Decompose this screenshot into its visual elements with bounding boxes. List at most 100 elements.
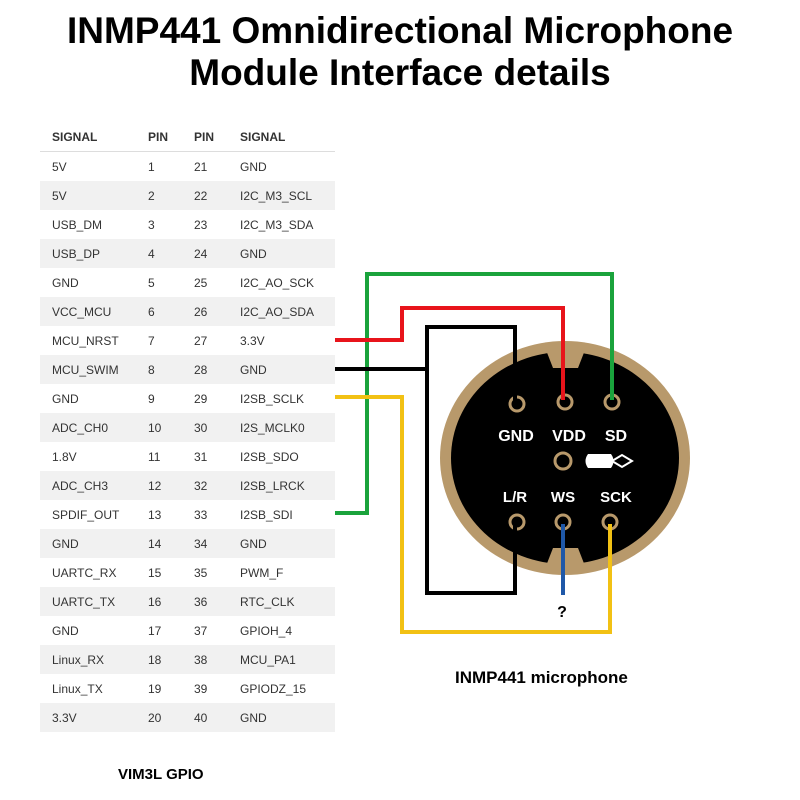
header-pin-left: PIN xyxy=(136,122,182,152)
cell-pin-right: 34 xyxy=(182,529,228,558)
cell-signal-left: GND xyxy=(40,616,136,645)
cell-pin-left: 11 xyxy=(136,442,182,471)
cell-pin-right: 22 xyxy=(182,181,228,210)
cell-pin-right: 38 xyxy=(182,645,228,674)
cell-pin-left: 7 xyxy=(136,326,182,355)
cell-pin-right: 33 xyxy=(182,500,228,529)
cell-signal-left: SPDIF_OUT xyxy=(40,500,136,529)
wire-sck xyxy=(335,395,612,634)
cell-pin-right: 40 xyxy=(182,703,228,732)
cell-pin-right: 21 xyxy=(182,151,228,181)
cell-signal-left: 3.3V xyxy=(40,703,136,732)
cell-signal-left: GND xyxy=(40,529,136,558)
pin-label-sck: SCK xyxy=(600,489,632,506)
cell-pin-right: 26 xyxy=(182,297,228,326)
cell-signal-left: VCC_MCU xyxy=(40,297,136,326)
cell-signal-right: I2C_AO_SCK xyxy=(228,268,335,297)
cell-signal-left: MCU_SWIM xyxy=(40,355,136,384)
cell-pin-left: 17 xyxy=(136,616,182,645)
cell-pin-right: 28 xyxy=(182,355,228,384)
cell-pin-left: 5 xyxy=(136,268,182,297)
table-header-row: SIGNAL PIN PIN SIGNAL xyxy=(40,122,335,152)
pin-label-ws: WS xyxy=(551,489,575,506)
cell-signal-right: GPIODZ_15 xyxy=(228,674,335,703)
microphone-caption: INMP441 microphone xyxy=(455,668,628,687)
cell-signal-left: UARTC_RX xyxy=(40,558,136,587)
board-notch-top xyxy=(546,350,585,368)
cell-pin-left: 15 xyxy=(136,558,182,587)
header-pin-right: PIN xyxy=(182,122,228,152)
mic-symbol-tail-icon xyxy=(610,453,634,469)
cell-pin-right: 30 xyxy=(182,413,228,442)
cell-pin-left: 1 xyxy=(136,151,182,181)
wire-vdd xyxy=(335,306,565,400)
cell-signal-left: MCU_NRST xyxy=(40,326,136,355)
cell-signal-left: USB_DP xyxy=(40,239,136,268)
cell-signal-right: GND xyxy=(228,529,335,558)
cell-signal-left: GND xyxy=(40,384,136,413)
header-signal-right: SIGNAL xyxy=(228,122,335,152)
cell-pin-right: 39 xyxy=(182,674,228,703)
cell-pin-right: 36 xyxy=(182,587,228,616)
cell-pin-left: 12 xyxy=(136,471,182,500)
cell-signal-right: GND xyxy=(228,151,335,181)
cell-pin-left: 6 xyxy=(136,297,182,326)
cell-pin-left: 10 xyxy=(136,413,182,442)
wire-sd xyxy=(335,272,614,515)
cell-signal-left: ADC_CH0 xyxy=(40,413,136,442)
cell-pin-right: 27 xyxy=(182,326,228,355)
cell-pin-left: 4 xyxy=(136,239,182,268)
cell-pin-left: 18 xyxy=(136,645,182,674)
cell-pin-right: 37 xyxy=(182,616,228,645)
cell-signal-right: I2S_MCLK0 xyxy=(228,413,335,442)
cell-signal-right: 3.3V xyxy=(228,326,335,355)
cell-signal-left: USB_DM xyxy=(40,210,136,239)
cell-signal-left: ADC_CH3 xyxy=(40,471,136,500)
mic-port-icon xyxy=(553,451,573,471)
cell-signal-right: I2SB_SDI xyxy=(228,500,335,529)
cell-signal-right: I2SB_LRCK xyxy=(228,471,335,500)
page-title: INMP441 Omnidirectional Microphone Modul… xyxy=(0,10,800,94)
cell-pin-right: 29 xyxy=(182,384,228,413)
cell-signal-right: GND xyxy=(228,355,335,384)
cell-pin-left: 8 xyxy=(136,355,182,384)
header-signal-left: SIGNAL xyxy=(40,122,136,152)
cell-pin-left: 9 xyxy=(136,384,182,413)
board-face xyxy=(451,352,679,564)
title-line-2: Module Interface details xyxy=(189,52,611,93)
wire-gnd xyxy=(335,325,517,402)
cell-signal-left: Linux_TX xyxy=(40,674,136,703)
cell-signal-right: RTC_CLK xyxy=(228,587,335,616)
cell-pin-right: 35 xyxy=(182,558,228,587)
cell-pin-right: 23 xyxy=(182,210,228,239)
ws-unknown-mark: ? xyxy=(557,604,567,621)
mic-symbol-icon xyxy=(585,454,614,468)
cell-signal-left: 5V xyxy=(40,151,136,181)
cell-signal-right: GND xyxy=(228,239,335,268)
cell-pin-right: 32 xyxy=(182,471,228,500)
cell-pin-left: 16 xyxy=(136,587,182,616)
pin-label-lr: L/R xyxy=(503,489,527,506)
microphone-board: GND VDD SD L/R WS SCK xyxy=(440,341,690,575)
cell-signal-right: GPIOH_4 xyxy=(228,616,335,645)
wire-lr xyxy=(425,369,517,595)
